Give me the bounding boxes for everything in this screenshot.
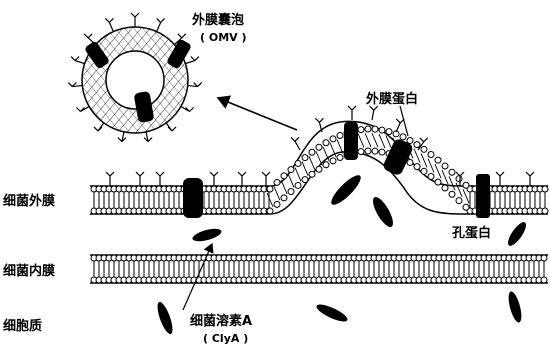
cytolysin-abbrev-label: ( ClyA ) xyxy=(203,332,248,345)
outer-membrane-protein-label: 外膜蛋白 xyxy=(365,91,418,107)
outer-membrane-protein-leader xyxy=(400,106,408,136)
porin-label: 孔蛋白 xyxy=(452,225,491,241)
omv-title-label: 外膜囊泡 xyxy=(191,12,244,28)
outer-membrane-protein xyxy=(183,178,203,218)
bacterial-inner-membrane xyxy=(90,255,548,283)
omv-abbrev-label: ( OMV ) xyxy=(200,31,247,44)
porin xyxy=(476,174,490,218)
inner-membrane-lipid-heads xyxy=(91,255,547,283)
outer-membrane-label: 细菌外膜 xyxy=(3,193,55,209)
cytolysin-label: 细菌溶素A xyxy=(190,313,252,329)
inner-membrane-label: 细菌内膜 xyxy=(3,263,55,279)
clya-molecules xyxy=(154,172,529,336)
vesicle-release-arrow xyxy=(218,98,297,130)
omv-vesicle xyxy=(68,13,201,142)
cytoplasm-label: 细胞质 xyxy=(3,318,42,334)
outer-membrane-protein xyxy=(344,122,358,160)
